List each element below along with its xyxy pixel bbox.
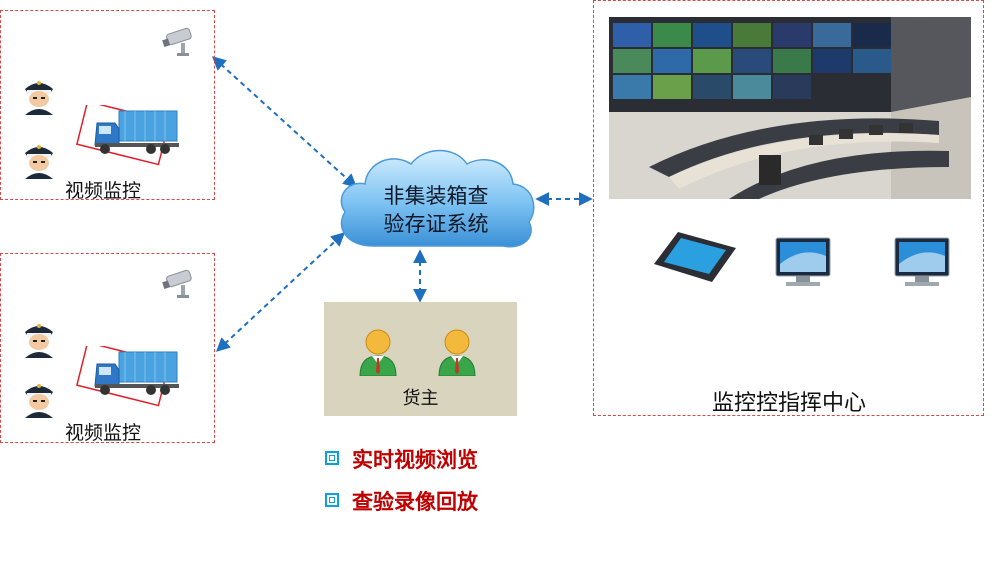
command-center-panel	[593, 0, 984, 416]
cloud-title-line2: 验存证系统	[383, 212, 489, 236]
feature-item: 查验录像回放	[352, 490, 478, 514]
monitor-icon	[775, 237, 831, 286]
tablet-icon	[654, 232, 736, 282]
site-label: 视频监控	[65, 180, 142, 202]
owner-label: 货主	[402, 388, 439, 409]
cloud-system-node: 非集装箱查 验存证系统	[333, 142, 539, 256]
monitor-icon	[894, 237, 950, 286]
officer-icon	[25, 81, 53, 115]
control-room-photo	[609, 17, 971, 199]
site-label: 视频监控	[65, 422, 142, 444]
command-center-label: 监控控指挥中心	[711, 391, 866, 416]
arrow-site1-cloud	[211, 56, 358, 188]
officer-icon	[25, 145, 53, 179]
truck-icon	[76, 346, 179, 407]
truck-icon	[76, 105, 179, 166]
officer-icon	[25, 324, 53, 358]
bullet-icon	[325, 493, 339, 507]
feature-item: 实时视频浏览	[352, 448, 478, 472]
user-icon	[438, 329, 476, 376]
bullet-icon	[325, 451, 339, 465]
monitor-site-1: 视频监控	[0, 10, 215, 202]
officer-icon	[25, 384, 53, 418]
monitor-site-2: 视频监控	[0, 253, 215, 444]
owner-panel: 货主	[324, 302, 517, 416]
user-icon	[359, 329, 397, 376]
camera-icon	[162, 27, 192, 56]
cloud-title-line1: 非集装箱查	[383, 184, 489, 208]
cloud-icon	[340, 149, 535, 248]
arrow-site2-cloud	[215, 232, 346, 352]
camera-icon	[162, 269, 192, 298]
